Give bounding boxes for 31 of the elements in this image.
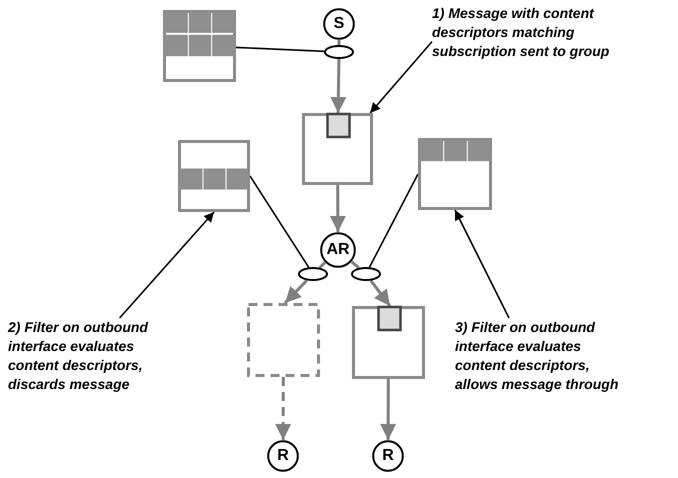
annotation-text: 1) Message with content descriptors matching subscription sent to group [432, 4, 610, 61]
leader-line [338, 40, 340, 45]
leader-line [350, 260, 360, 270]
filter-ellipse [298, 267, 328, 281]
leader-line [249, 176, 310, 268]
annotation-text: 3) Filter on outbound interface evaluates content descriptors, allows message through [455, 318, 620, 394]
discarded-message-box [247, 303, 320, 377]
arrow [330, 185, 346, 232]
leader-line [236, 46, 324, 52]
router-circle: AR [320, 232, 356, 268]
message-box [352, 306, 425, 379]
leader-line [368, 174, 419, 268]
arrow [370, 280, 392, 307]
annotation-text: 2) Filter on outbound interface evaluates content descriptors, discards message [8, 318, 150, 394]
arrow [454, 210, 510, 318]
router-circle: R [267, 440, 299, 472]
table-box [178, 140, 250, 212]
arrow [119, 211, 215, 319]
table-box [163, 10, 236, 82]
arrow [330, 58, 346, 114]
message-box [302, 113, 373, 185]
router-circle: S [323, 8, 355, 40]
arrow [275, 377, 292, 440]
arrow [380, 379, 396, 440]
arrow [370, 41, 433, 114]
filter-ellipse [351, 267, 381, 281]
filter-ellipse [324, 45, 354, 59]
router-circle: R [372, 440, 404, 472]
table-box [418, 138, 492, 210]
arrow [284, 279, 308, 304]
leader-line [318, 261, 326, 269]
